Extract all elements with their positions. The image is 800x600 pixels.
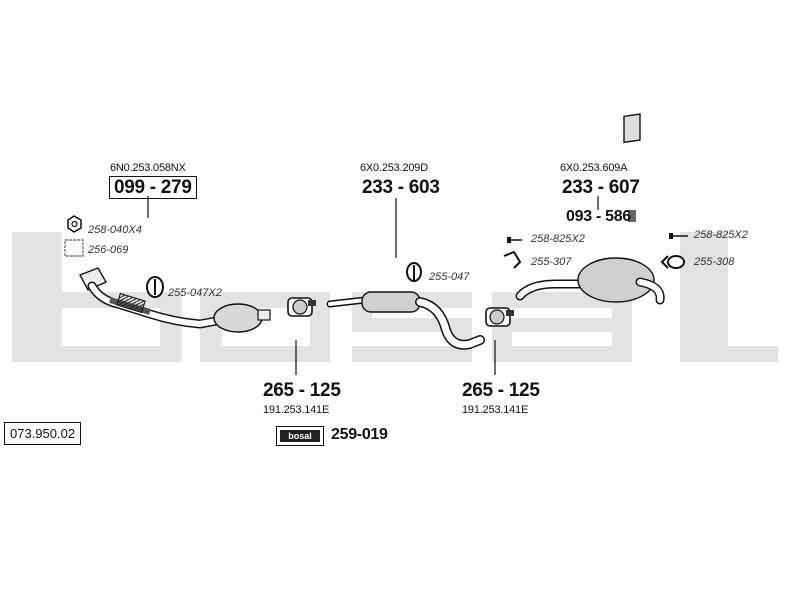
- front-pipe-catalyst-icon: [79, 267, 271, 333]
- part-number-assembly-paste[interactable]: 259-019: [331, 426, 388, 443]
- middle-silencer-icon: [326, 291, 485, 350]
- bracket-left-icon: [503, 250, 522, 269]
- oe-number-front-pipe: 6N0.253.058NX: [110, 162, 186, 174]
- oe-number-clamp-left: 191.253.141E: [263, 404, 330, 416]
- clamp-left-icon: [287, 297, 316, 317]
- part-number-clamp-right[interactable]: 265 - 125: [462, 380, 540, 401]
- accessory-rubber-middle[interactable]: 255-047: [429, 271, 470, 283]
- accessory-bracket-left[interactable]: 255-307: [531, 256, 572, 268]
- accessory-bolt-left[interactable]: 258-825X2: [531, 233, 585, 245]
- reference-code: 073.950.02: [4, 422, 82, 445]
- bolt-left-icon: [507, 237, 522, 243]
- mounting-kit-icon: [623, 113, 641, 222]
- part-number-mounting-kit[interactable]: 093 - 586: [566, 208, 631, 225]
- rubber-mount-middle-icon: [406, 262, 422, 282]
- oe-number-clamp-right: 191.253.141E: [462, 404, 529, 416]
- accessory-bolt-right[interactable]: 258-825X2: [694, 229, 748, 241]
- clamp-right-icon: [485, 307, 514, 327]
- hex-nut-icon: [67, 215, 82, 233]
- gasket-icon: [64, 239, 84, 257]
- part-number-rear-silencer[interactable]: 233 - 607: [562, 177, 640, 198]
- bracket-right-icon: [660, 255, 685, 269]
- part-number-front-pipe[interactable]: 099 - 279: [109, 176, 197, 199]
- accessory-rubber-front[interactable]: 255-047X2: [168, 287, 222, 299]
- bosal-paste-logo-icon: bosal: [276, 426, 324, 446]
- oe-number-rear-silencer: 6X0.253.609A: [560, 162, 628, 174]
- bolt-right-icon: [669, 233, 688, 239]
- rear-silencer-icon: [515, 257, 665, 305]
- accessory-nut[interactable]: 258-040X4: [88, 224, 142, 236]
- rubber-mount-front-icon: [146, 276, 164, 298]
- part-number-clamp-left[interactable]: 265 - 125: [263, 380, 341, 401]
- oe-number-middle-silencer: 6X0.253.209D: [360, 162, 428, 174]
- part-number-middle-silencer[interactable]: 233 - 603: [362, 177, 440, 198]
- bosal-logo-text: bosal: [280, 430, 320, 442]
- accessory-bracket-right[interactable]: 255-308: [694, 256, 735, 268]
- accessory-gasket[interactable]: 256-069: [88, 244, 129, 256]
